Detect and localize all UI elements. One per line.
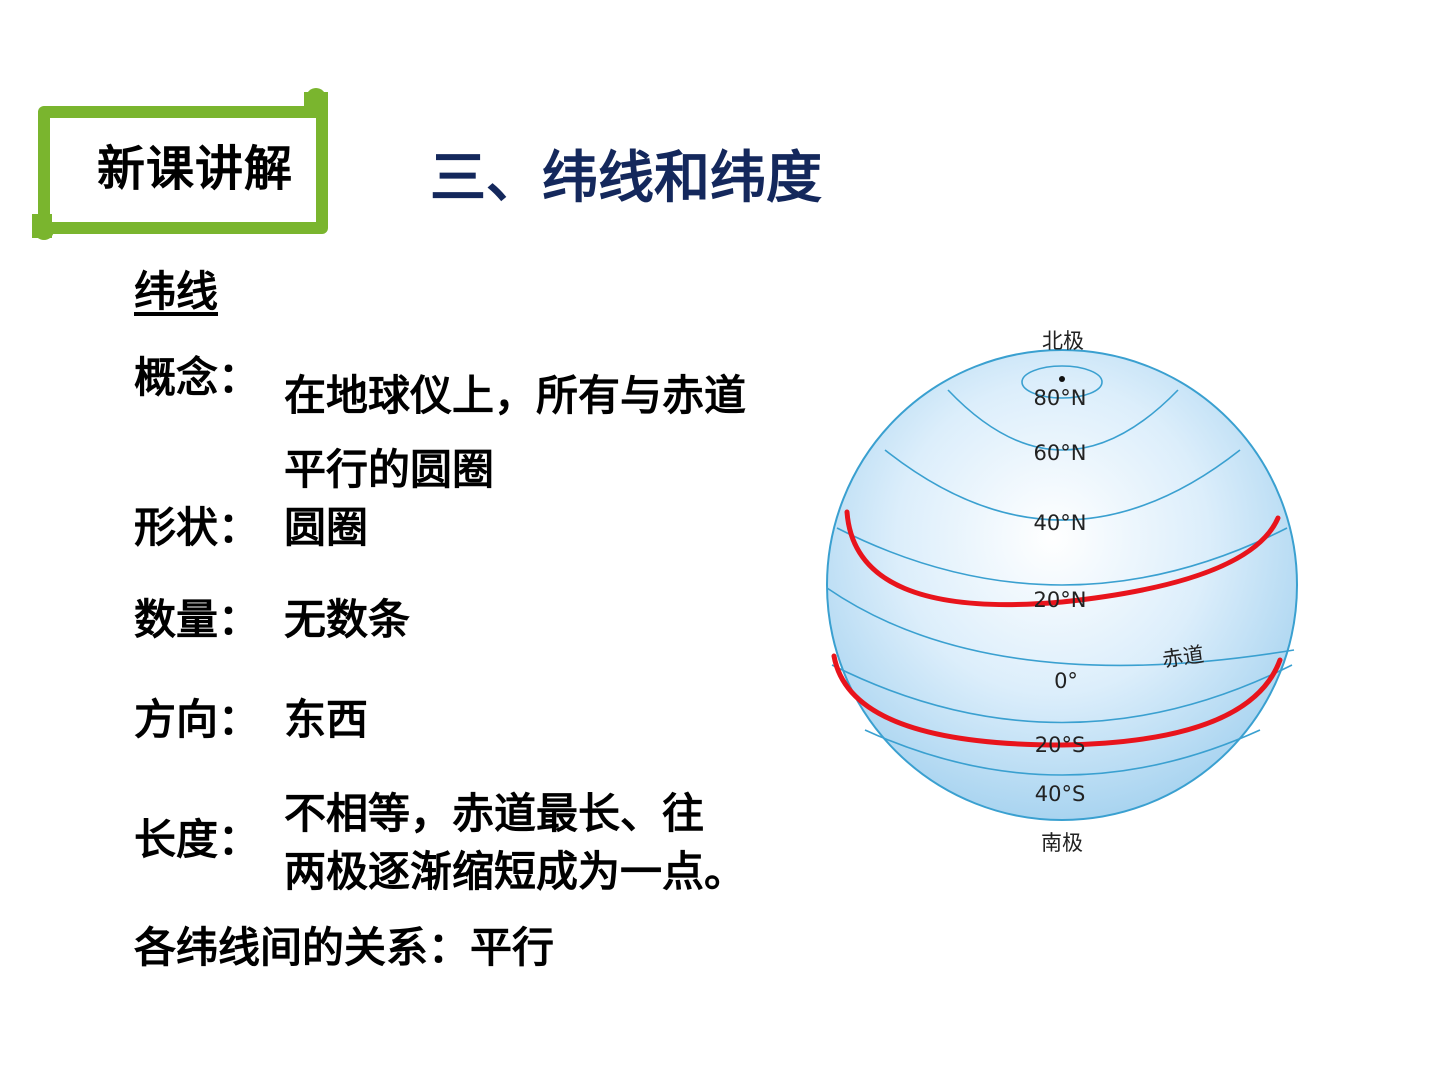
latitude-line-40n bbox=[884, 449, 1241, 521]
latitude-line-equator bbox=[826, 587, 1295, 667]
south-pole-label: 南极 bbox=[1041, 831, 1083, 855]
direction-label: 方向： bbox=[134, 695, 261, 744]
north-pole-dot bbox=[1059, 376, 1065, 382]
length-label: 长度： bbox=[134, 815, 261, 864]
direction-value: 东西 bbox=[284, 695, 369, 744]
length-value-line-1: 不相等，赤道最长、往 bbox=[284, 789, 705, 838]
latitude-line-80n bbox=[1021, 365, 1103, 399]
latitude-line-60n bbox=[947, 389, 1179, 451]
shape-value: 圆圈 bbox=[284, 503, 369, 552]
equator-label: 赤道 bbox=[1161, 642, 1206, 672]
label-60n: 60°N bbox=[1034, 441, 1087, 465]
label-equator-0: 0° bbox=[1054, 669, 1078, 693]
lesson-banner-label: 新课讲解 bbox=[96, 141, 293, 197]
globe-diagram: 北极 80°N 60°N 40°N 20°N 0° 20°S 40°S 赤道 南… bbox=[826, 329, 1298, 855]
latitude-line-20s bbox=[831, 664, 1293, 724]
highlight-parallel-north bbox=[844, 509, 1281, 607]
page-title: 三、纬线和纬度 bbox=[430, 146, 822, 211]
relation-text: 各纬线间的关系：平行 bbox=[134, 922, 554, 974]
label-40n: 40°N bbox=[1034, 511, 1087, 535]
latitude-line-40s bbox=[864, 729, 1261, 776]
latitude-lines bbox=[826, 365, 1295, 776]
label-80n: 80°N bbox=[1034, 386, 1087, 410]
label-20n: 20°N bbox=[1034, 588, 1087, 612]
north-pole-label: 北极 bbox=[1042, 329, 1084, 353]
shape-label: 形状： bbox=[134, 503, 261, 552]
lesson-banner bbox=[32, 88, 328, 240]
quantity-value: 无数条 bbox=[284, 595, 411, 644]
highlight-parallel-south bbox=[831, 653, 1283, 748]
concept-label: 概念： bbox=[134, 353, 261, 402]
section-heading: 纬线 bbox=[134, 267, 219, 316]
label-20s: 20°S bbox=[1035, 733, 1086, 757]
relation-label: 各纬线间的关系： bbox=[134, 923, 471, 972]
label-40s: 40°S bbox=[1035, 782, 1086, 806]
concept-value-line-2: 平行的圆圈 bbox=[284, 445, 495, 494]
concept-value-line-1: 在地球仪上，所有与赤道 bbox=[284, 371, 747, 420]
latitude-line-20n bbox=[836, 527, 1288, 586]
quantity-label: 数量： bbox=[134, 595, 261, 644]
length-value-line-2: 两极逐渐缩短成为一点。 bbox=[284, 847, 747, 896]
relation-value: 平行 bbox=[470, 923, 555, 972]
